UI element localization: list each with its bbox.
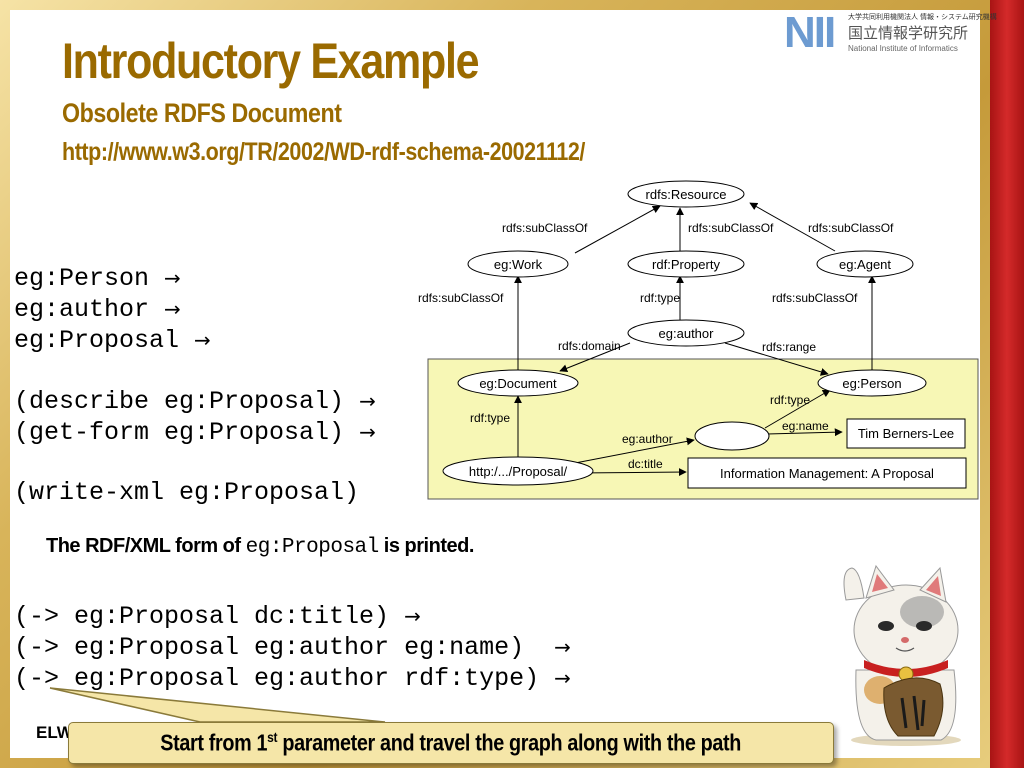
red-side-bar — [990, 0, 1024, 768]
code-text: (get-form eg:Proposal) — [14, 418, 345, 447]
node-label: rdf:Property — [652, 257, 720, 272]
node-rdfs-resource — [627, 180, 745, 208]
node-name-literal — [846, 418, 966, 449]
code-text: eg:author — [14, 295, 150, 324]
nii-logo: NII 大学共同利用機関法人 情報・システム研究機構 国立情報学研究所 Nati… — [784, 8, 997, 57]
code-line: (-> eg:Proposal eg:author rdf:type) → — [14, 663, 571, 694]
node-label: eg:Person — [842, 376, 901, 391]
edge-label: rdfs:subClassOf — [772, 291, 858, 305]
node-label: http:/.../Proposal/ — [469, 464, 568, 479]
edge-label: rdfs:subClassOf — [688, 221, 774, 235]
code-line: (-> eg:Proposal dc:title) → — [14, 601, 421, 632]
edge-domain — [559, 342, 631, 373]
node-eg-agent — [816, 250, 914, 278]
code-line: (write-xml eg:Proposal) — [14, 478, 359, 508]
code-text: (-> eg:Proposal dc:title) — [14, 602, 390, 631]
node-eg-work — [467, 250, 569, 278]
edge-label: rdfs:subClassOf — [808, 221, 894, 235]
nii-logo-line2: 国立情報学研究所 — [848, 25, 969, 42]
edge-eg-name — [766, 428, 843, 437]
right-arrow-icon: → — [359, 389, 376, 413]
code-text: (describe eg:Proposal) — [14, 387, 345, 416]
slide-title: Introductory Example — [62, 33, 480, 89]
nii-logo-abbr: NII — [784, 8, 836, 57]
note-code: eg:Proposal — [245, 536, 380, 559]
node-eg-author — [627, 319, 745, 347]
node-label: eg:Agent — [839, 257, 891, 272]
footer-label: ELW — [36, 723, 73, 742]
callout-text: Start from 1st parameter and travel the … — [161, 729, 742, 757]
right-arrow-icon: → — [164, 266, 181, 290]
edge-dc-title — [574, 468, 687, 477]
nii-logo-line3: National Institute of Informatics — [848, 44, 958, 53]
note-text: is printed. — [378, 535, 475, 557]
callout-text-pre: Start from 1 — [160, 729, 268, 756]
edge-label: rdf:type — [640, 291, 680, 305]
node-eg-person — [817, 369, 927, 397]
path-callout: Start from 1st parameter and travel the … — [68, 722, 834, 764]
slide-url: http://www.w3.org/TR/2002/WD-rdf-schema-… — [62, 138, 585, 166]
right-arrow-icon: → — [554, 666, 571, 690]
edge-range — [724, 342, 829, 376]
code-text: (write-xml eg:Proposal) — [14, 478, 360, 507]
edge-label: rdf:type — [770, 393, 810, 407]
code-text: (-> eg:Proposal eg:author rdf:type) — [14, 664, 540, 693]
edge-label: dc:title — [628, 457, 663, 471]
edge-label: eg:name — [782, 419, 829, 433]
edge-eg-author — [569, 437, 695, 465]
edge-label: rdfs:subClassOf — [418, 291, 504, 305]
edge-work-subclass — [574, 205, 661, 254]
node-label: eg:author — [659, 326, 715, 341]
code-text: eg:Person — [14, 264, 150, 293]
edge-label: rdfs:range — [762, 340, 816, 354]
callout-text-post: parameter and travel the graph along wit… — [277, 729, 742, 756]
callout-superscript: st — [267, 729, 278, 746]
node-label: eg:Work — [494, 257, 543, 272]
right-arrow-icon: → — [404, 604, 421, 628]
node-proposal — [442, 456, 594, 486]
code-line: (describe eg:Proposal) → — [14, 386, 376, 417]
right-arrow-icon: → — [194, 328, 211, 352]
edge-label: rdfs:domain — [558, 339, 621, 353]
code-line: eg:author → — [14, 294, 181, 325]
edge-agent-subclass — [749, 202, 836, 252]
node-rdf-property — [627, 250, 745, 278]
node-label: eg:Document — [479, 376, 557, 391]
code-line: eg:Proposal → — [14, 325, 211, 356]
code-text: (-> eg:Proposal eg:author eg:name) — [14, 633, 525, 662]
edge-label: eg:author — [622, 432, 673, 446]
edge-label: rdfs:subClassOf — [502, 221, 588, 235]
node-title-literal — [687, 457, 967, 489]
code-text: eg:Proposal — [14, 326, 180, 355]
edge-label: rdf:type — [470, 411, 510, 425]
node-label: Tim Berners-Lee — [858, 426, 954, 441]
note-text: The RDF/XML form of — [46, 535, 246, 557]
node-label: rdfs:Resource — [646, 187, 727, 202]
node-eg-document — [457, 369, 579, 397]
node-blank — [694, 421, 770, 451]
right-arrow-icon: → — [164, 297, 181, 321]
right-arrow-icon: → — [554, 635, 571, 659]
rdf-graph-diagram: rdfs:subClassOf rdfs:subClassOf rdfs:sub… — [418, 180, 979, 500]
lucky-cat-illustration — [843, 564, 961, 746]
rdf-xml-note: The RDF/XML form of eg:Proposal is print… — [46, 535, 474, 559]
nii-logo-line1: 大学共同利用機関法人 情報・システム研究機構 — [848, 14, 997, 21]
node-label: Information Management: A Proposal — [720, 466, 934, 481]
code-line: (-> eg:Proposal eg:author eg:name) → — [14, 632, 571, 663]
code-line: (get-form eg:Proposal) → — [14, 417, 376, 448]
slide-subtitle: Obsolete RDFS Document — [62, 98, 342, 128]
callout-pointer — [49, 687, 386, 723]
right-arrow-icon: → — [359, 420, 376, 444]
code-line: eg:Person → — [14, 263, 181, 294]
edge-blank-type — [764, 389, 831, 429]
